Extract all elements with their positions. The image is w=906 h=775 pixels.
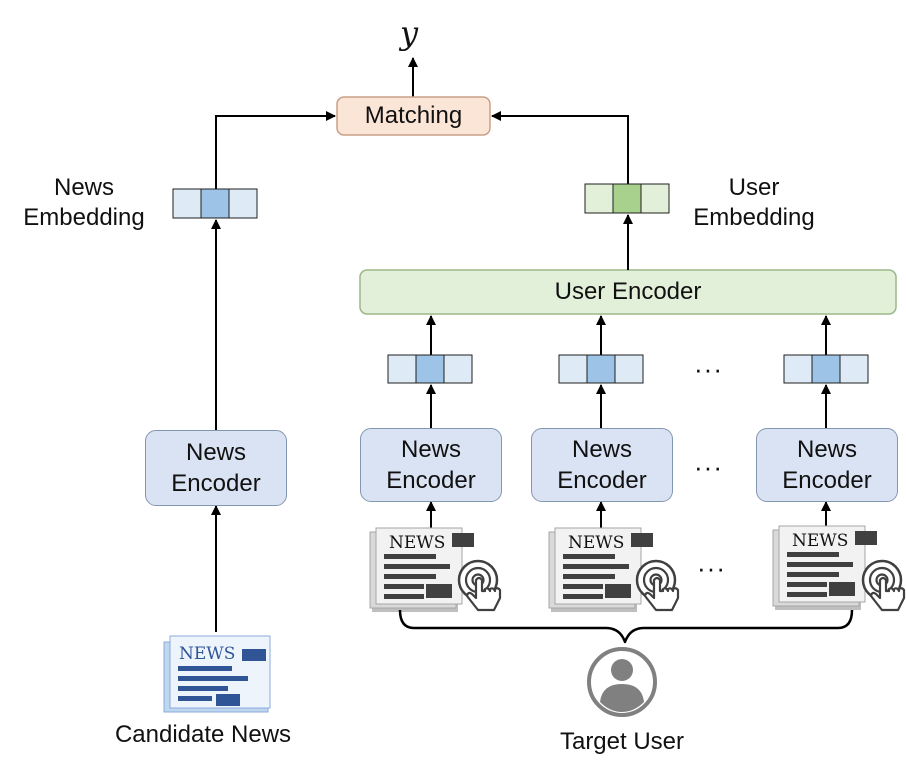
clicked-news-column-3 <box>783 315 869 530</box>
clicked-news-column-2 <box>558 315 644 530</box>
news-encoder-line-2: Encoder <box>782 467 872 494</box>
user-avatar-icon <box>587 647 657 717</box>
output-symbol: y <box>400 14 419 52</box>
news-encoder-line-1: News <box>185 439 246 466</box>
click-hand-icon <box>635 559 680 612</box>
curly-brace <box>398 609 854 644</box>
news-embedding-label: News Embedding <box>10 173 158 233</box>
ellipsis-vectors: ··· <box>694 354 723 384</box>
click-hand-icon <box>861 559 906 612</box>
news-embedding-line-2: Embedding <box>23 204 145 231</box>
candidate-news-label: Candidate News <box>114 721 292 748</box>
user-embedding-vector <box>584 183 670 214</box>
news-encoder-line-2: Encoder <box>386 467 476 494</box>
ellipsis-encoders: ··· <box>694 452 723 482</box>
candidate-newspaper-text: NEWS <box>179 644 236 664</box>
matching-box <box>336 96 491 136</box>
candidate-newspaper-icon <box>163 635 271 713</box>
newspaper-text: NEWS <box>792 531 849 551</box>
news-encoder-line-2: Encoder <box>171 470 261 497</box>
newspaper-text: NEWS <box>568 533 625 553</box>
arrow-news-to-matching <box>215 111 336 189</box>
arrow-user-to-matching <box>491 111 629 184</box>
user-embedding-line-2: Embedding <box>693 204 815 231</box>
news-embedding-vector <box>172 188 258 219</box>
user-encoder-label: User Encoder <box>554 278 702 305</box>
news-encoder-line-1: News <box>571 436 632 463</box>
user-embedding-label: User Embedding <box>680 173 828 233</box>
news-encoder-line-1: News <box>796 436 857 463</box>
clicked-news-encoder-1: News Encoder <box>360 428 502 502</box>
clicked-news-encoder-2: News Encoder <box>531 428 673 502</box>
newspaper-text: NEWS <box>389 533 446 553</box>
clicked-news-encoder-3: News Encoder <box>756 428 898 502</box>
matching-label: Matching <box>364 102 463 129</box>
ellipsis-newspapers: ··· <box>697 553 726 583</box>
click-hand-icon <box>457 559 502 612</box>
news-encoder-line-1: News <box>400 436 461 463</box>
news-encoder-line-2: Encoder <box>557 467 647 494</box>
target-user-label: Target User <box>559 728 685 755</box>
candidate-news-encoder: News Encoder <box>145 430 287 506</box>
user-embedding-line-1: User <box>728 174 780 201</box>
clicked-news-column-1 <box>387 315 473 530</box>
news-embedding-line-1: News <box>53 174 114 201</box>
